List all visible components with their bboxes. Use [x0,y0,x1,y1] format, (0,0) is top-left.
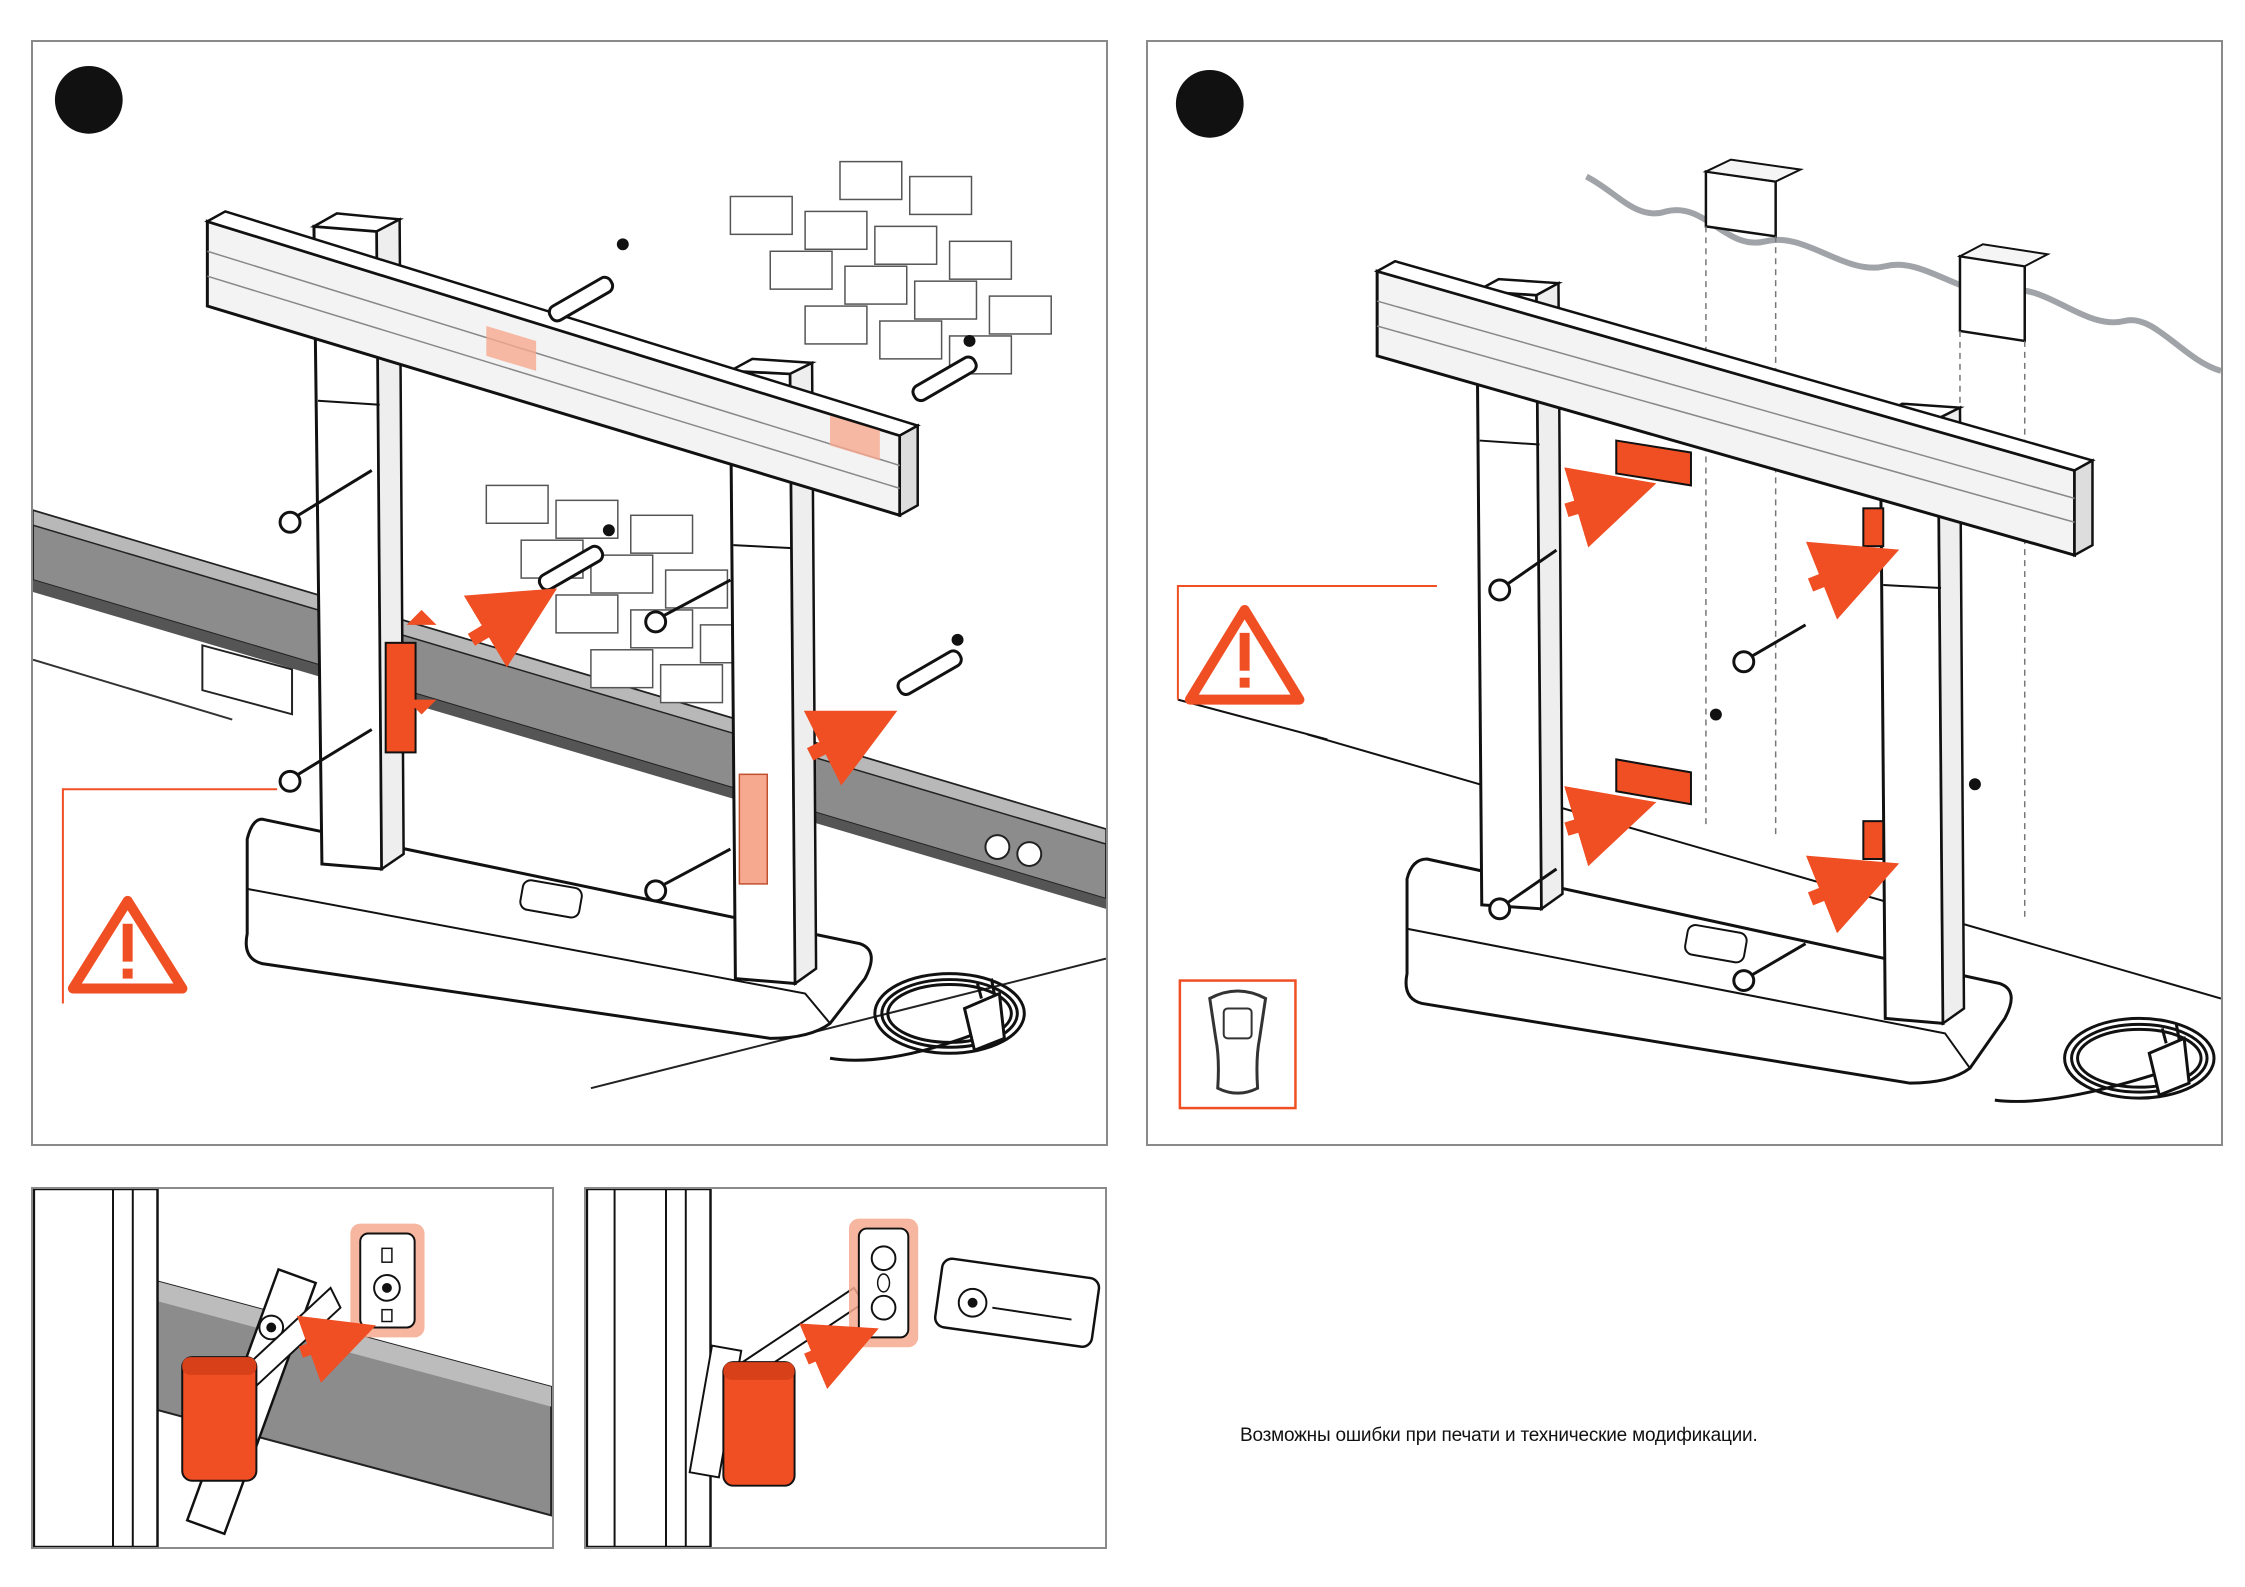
disclaimer-text: Возможны ошибки при печати и технические… [1240,1425,1758,1447]
stud-finder-icon [1180,981,1296,1109]
step-number-dot [55,66,123,134]
direction-arrow [806,1342,846,1359]
mounting-bracket-highlight [723,1362,794,1486]
step-number-dot [1176,70,1244,138]
stand-column [34,1189,158,1547]
wall-plate-horizontal [934,1257,1100,1348]
stud-wall-illustration [1148,42,2221,1144]
wall-plate-highlight [849,1219,918,1348]
brick-wall-illustration [33,42,1106,1144]
bracket-detail-illustration [33,1189,552,1547]
direction-arrow [1566,495,1860,898]
step-panel-brick-wall [31,40,1108,1146]
bracket-detail-illustration [586,1189,1105,1547]
warning-icon [1190,610,1300,700]
wall-plate-highlight [350,1224,424,1338]
mounting-bracket-highlight [1616,441,1883,859]
wooden-stud [1706,160,1801,839]
step-panel-stud-wall [1146,40,2223,1146]
wooden-stud [1960,244,2048,918]
warning-icon [73,901,183,989]
mounting-bracket-highlight [182,1357,256,1481]
detail-panel-bracket-a [31,1187,554,1549]
wall-cut-edge [1586,177,2221,371]
detail-panel-bracket-b [584,1187,1107,1549]
stand-column [587,1189,711,1547]
